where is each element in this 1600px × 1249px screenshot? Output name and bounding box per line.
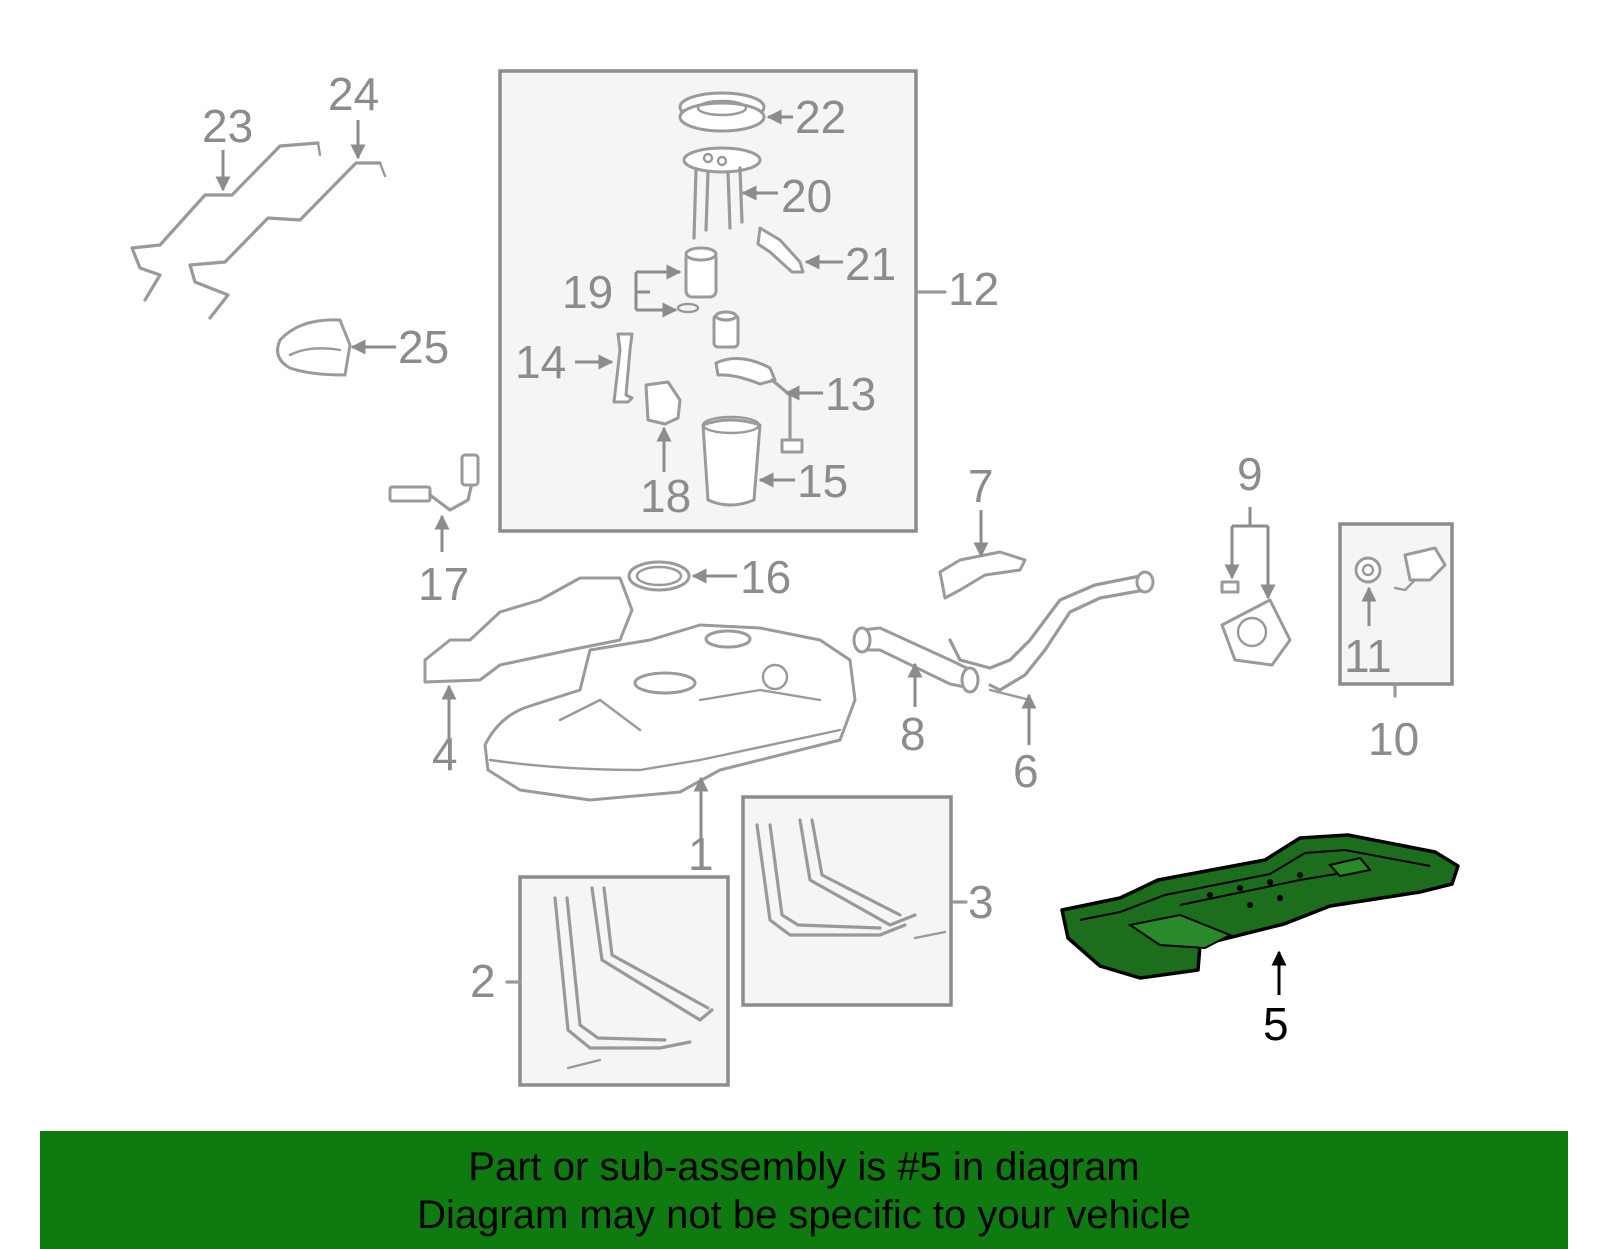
fuel-tank-1 [483, 623, 857, 802]
fuel-line-24 [188, 161, 387, 320]
callout-4: 4 [432, 728, 458, 780]
callout-6: 6 [1013, 745, 1039, 797]
strap-box-2 [518, 875, 730, 1087]
fuel-line-23 [130, 141, 322, 302]
callout-25: 25 [398, 321, 449, 373]
callout-18: 18 [640, 470, 691, 522]
callout-10: 10 [1368, 713, 1419, 765]
parts-diagram: 23 24 25 22 20 21 12 19 14 13 15 18 16 1… [130, 68, 1460, 1087]
callout-8: 8 [900, 708, 926, 760]
notice-banner: Part or sub-assembly is #5 in diagram Di… [40, 1131, 1568, 1249]
callout-13: 13 [825, 368, 876, 420]
callout-22: 22 [795, 91, 846, 143]
callout-19: 19 [562, 266, 613, 318]
callout-21: 21 [845, 238, 896, 290]
lock-ring-22 [678, 91, 766, 133]
clip-21 [756, 226, 805, 274]
filter-element [712, 310, 740, 349]
callout-9: 9 [1237, 448, 1263, 500]
fuel-pump-19 [676, 246, 718, 314]
callout-12: 12 [948, 263, 999, 315]
callout-15: 15 [797, 455, 848, 507]
banner-line-1: Part or sub-assembly is #5 in diagram [468, 1145, 1140, 1189]
bracket-7 [938, 550, 1027, 600]
filler-pipe-6 [948, 570, 1155, 702]
callout-5: 5 [1263, 998, 1289, 1050]
sensor-17 [388, 453, 480, 512]
skid-plate-5 [1060, 833, 1460, 980]
sender-13 [714, 357, 804, 454]
callout-17: 17 [418, 558, 469, 610]
gasket-16 [627, 560, 691, 592]
wire-14 [612, 332, 634, 404]
callout-20: 20 [781, 170, 832, 222]
callout-23: 23 [202, 100, 253, 152]
callout-24: 24 [328, 68, 379, 120]
callout-11: 11 [1344, 630, 1392, 682]
hose-8 [852, 626, 980, 694]
bracket-18 [644, 380, 682, 426]
banner-line-2: Diagram may not be specific to your vehi… [417, 1193, 1191, 1237]
fuel-cap-10 [1393, 546, 1447, 592]
pump-bracket-20 [682, 146, 762, 240]
callout-1: 1 [688, 828, 714, 880]
protector-4 [423, 576, 634, 684]
filler-housing-9 [1220, 580, 1292, 667]
callout-14: 14 [515, 336, 566, 388]
callout-2: 2 [470, 955, 496, 1007]
strap-2 [553, 886, 714, 1070]
callout-3: 3 [968, 876, 994, 928]
callout-7: 7 [968, 460, 994, 512]
callout-16: 16 [740, 551, 791, 603]
cap-11 [1354, 556, 1382, 584]
leader-lines [215, 109, 1397, 995]
shield-25 [276, 318, 352, 377]
sub-tank-15 [701, 415, 762, 507]
strap-3 [755, 818, 947, 940]
